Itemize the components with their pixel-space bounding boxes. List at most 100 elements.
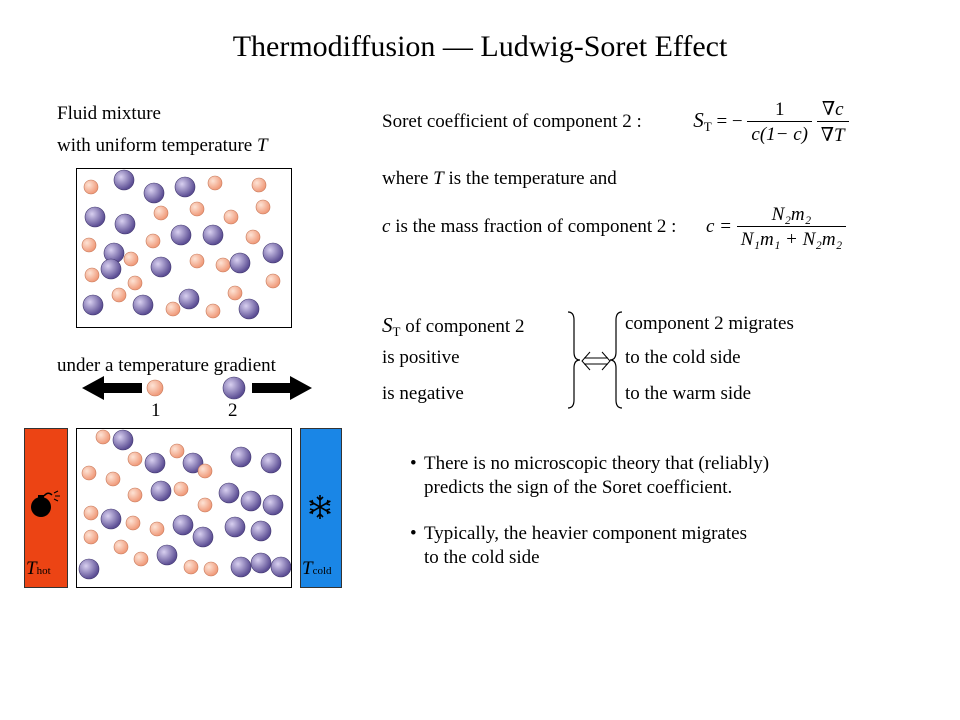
large-particle [156, 544, 178, 566]
component-2-label: 2 [228, 400, 238, 421]
fraction-1-numerator: 1 [774, 99, 785, 120]
small-particle [245, 229, 261, 245]
mass-fraction-numerator: N₂m₂ [771, 204, 812, 225]
table-row-1-left: is positive [382, 347, 460, 368]
large-particle [250, 520, 272, 542]
small-particle [189, 253, 205, 269]
small-particle [255, 199, 271, 215]
equivalence-bracket [567, 311, 623, 409]
equals-minus: = − [716, 110, 743, 132]
uniform-mixture-box [76, 168, 292, 328]
soret-prefix: Soret coefficient of component 2 : [382, 110, 642, 132]
small-particle [215, 257, 231, 273]
bullet-1-line-2: predicts the sign of the Soret coefficie… [424, 477, 733, 498]
st-symbol: S [693, 107, 704, 132]
fluid-mixture-label: Fluid mixture [57, 103, 161, 124]
large-particle [202, 224, 224, 246]
t-hot-subscript: hot [36, 565, 51, 577]
small-particle [81, 237, 97, 253]
double-arrow-icon [581, 351, 611, 371]
fraction-2-numerator: ∇c [821, 99, 844, 120]
gradient-label: under a temperature gradient [57, 355, 276, 376]
large-particle [240, 490, 262, 512]
small-particle [205, 303, 221, 319]
soret-coefficient-equation: Soret coefficient of component 2 : ST = … [382, 98, 849, 147]
large-particle [113, 169, 135, 191]
large-particle [100, 258, 122, 280]
table-st-symbol: S [382, 313, 393, 337]
large-particle [229, 252, 251, 274]
mass-fraction-equation: c is the mass fraction of component 2 : … [382, 204, 847, 251]
t-hot-label: Thot [26, 558, 51, 580]
large-particle [224, 516, 246, 538]
component-2-particle [222, 376, 246, 400]
large-particle [112, 429, 134, 451]
t-cold-label: Tcold [302, 558, 332, 580]
large-particle [82, 294, 104, 316]
large-particle [174, 176, 196, 198]
small-particle [113, 539, 129, 555]
large-particle [100, 508, 122, 530]
t-hot-symbol: T [26, 558, 37, 579]
table-st-subscript: T [392, 324, 401, 339]
small-particle [81, 465, 97, 481]
small-particle [127, 451, 143, 467]
large-particle [150, 480, 172, 502]
small-particle [223, 209, 239, 225]
right-brace [609, 311, 623, 409]
table-row-0-left: ST of component 2 [382, 313, 524, 340]
t-cold-subscript: cold [312, 565, 332, 577]
small-particle [251, 177, 267, 193]
fraction-1-denominator: c(1− c) [747, 121, 812, 146]
gradient-mixture-box [76, 428, 292, 588]
small-particle [197, 497, 213, 513]
small-particle [197, 463, 213, 479]
large-particle [84, 206, 106, 228]
where-suffix: is the temperature and [443, 168, 617, 189]
small-particle [95, 429, 111, 445]
right-arrow-icon [252, 376, 312, 400]
small-particle [227, 285, 243, 301]
small-particle [203, 561, 219, 577]
small-particle [83, 179, 99, 195]
large-particle [178, 288, 200, 310]
large-particle [78, 558, 100, 580]
table-row-2-right: to the warm side [625, 383, 752, 404]
small-particle [165, 301, 181, 317]
mass-fraction-symbol: c [382, 215, 391, 237]
large-particle [170, 224, 192, 246]
small-particle [169, 443, 185, 459]
small-particle [111, 287, 127, 303]
uniform-temperature-label: with uniform temperature T [57, 135, 268, 157]
fraction-2-denominator: ∇T [816, 121, 849, 147]
large-particle [114, 213, 136, 235]
uniform-mixture-particles [81, 169, 284, 320]
bullet-1-line-1: There is no microscopic theory that (rel… [424, 453, 770, 474]
small-particle [189, 201, 205, 217]
small-particle [207, 175, 223, 191]
st-subscript: T [703, 118, 712, 134]
small-particle [84, 267, 100, 283]
where-temperature-symbol: T [433, 168, 444, 189]
large-particle [260, 452, 282, 474]
large-particle [150, 256, 172, 278]
temperature-symbol: T [256, 135, 268, 156]
uniform-temperature-text: with uniform temperature [57, 135, 257, 156]
small-particle [133, 551, 149, 567]
small-particle [153, 205, 169, 221]
small-particle [123, 251, 139, 267]
small-particle [83, 529, 99, 545]
large-particle [132, 294, 154, 316]
snowflake-icon [309, 495, 331, 519]
table-row-2-left: is negative [382, 383, 464, 404]
bullet-2-line-2: to the cold side [424, 547, 540, 568]
table-row-0-right: component 2 migrates [625, 313, 794, 334]
large-particle [230, 446, 252, 468]
large-particle [172, 514, 194, 536]
page-title: Thermodiffusion — Ludwig-Soret Effect [232, 30, 728, 63]
component-1-particle [146, 379, 164, 397]
table-row-1-right: to the cold side [625, 347, 741, 368]
large-particle [262, 494, 284, 516]
small-particle [183, 559, 199, 575]
